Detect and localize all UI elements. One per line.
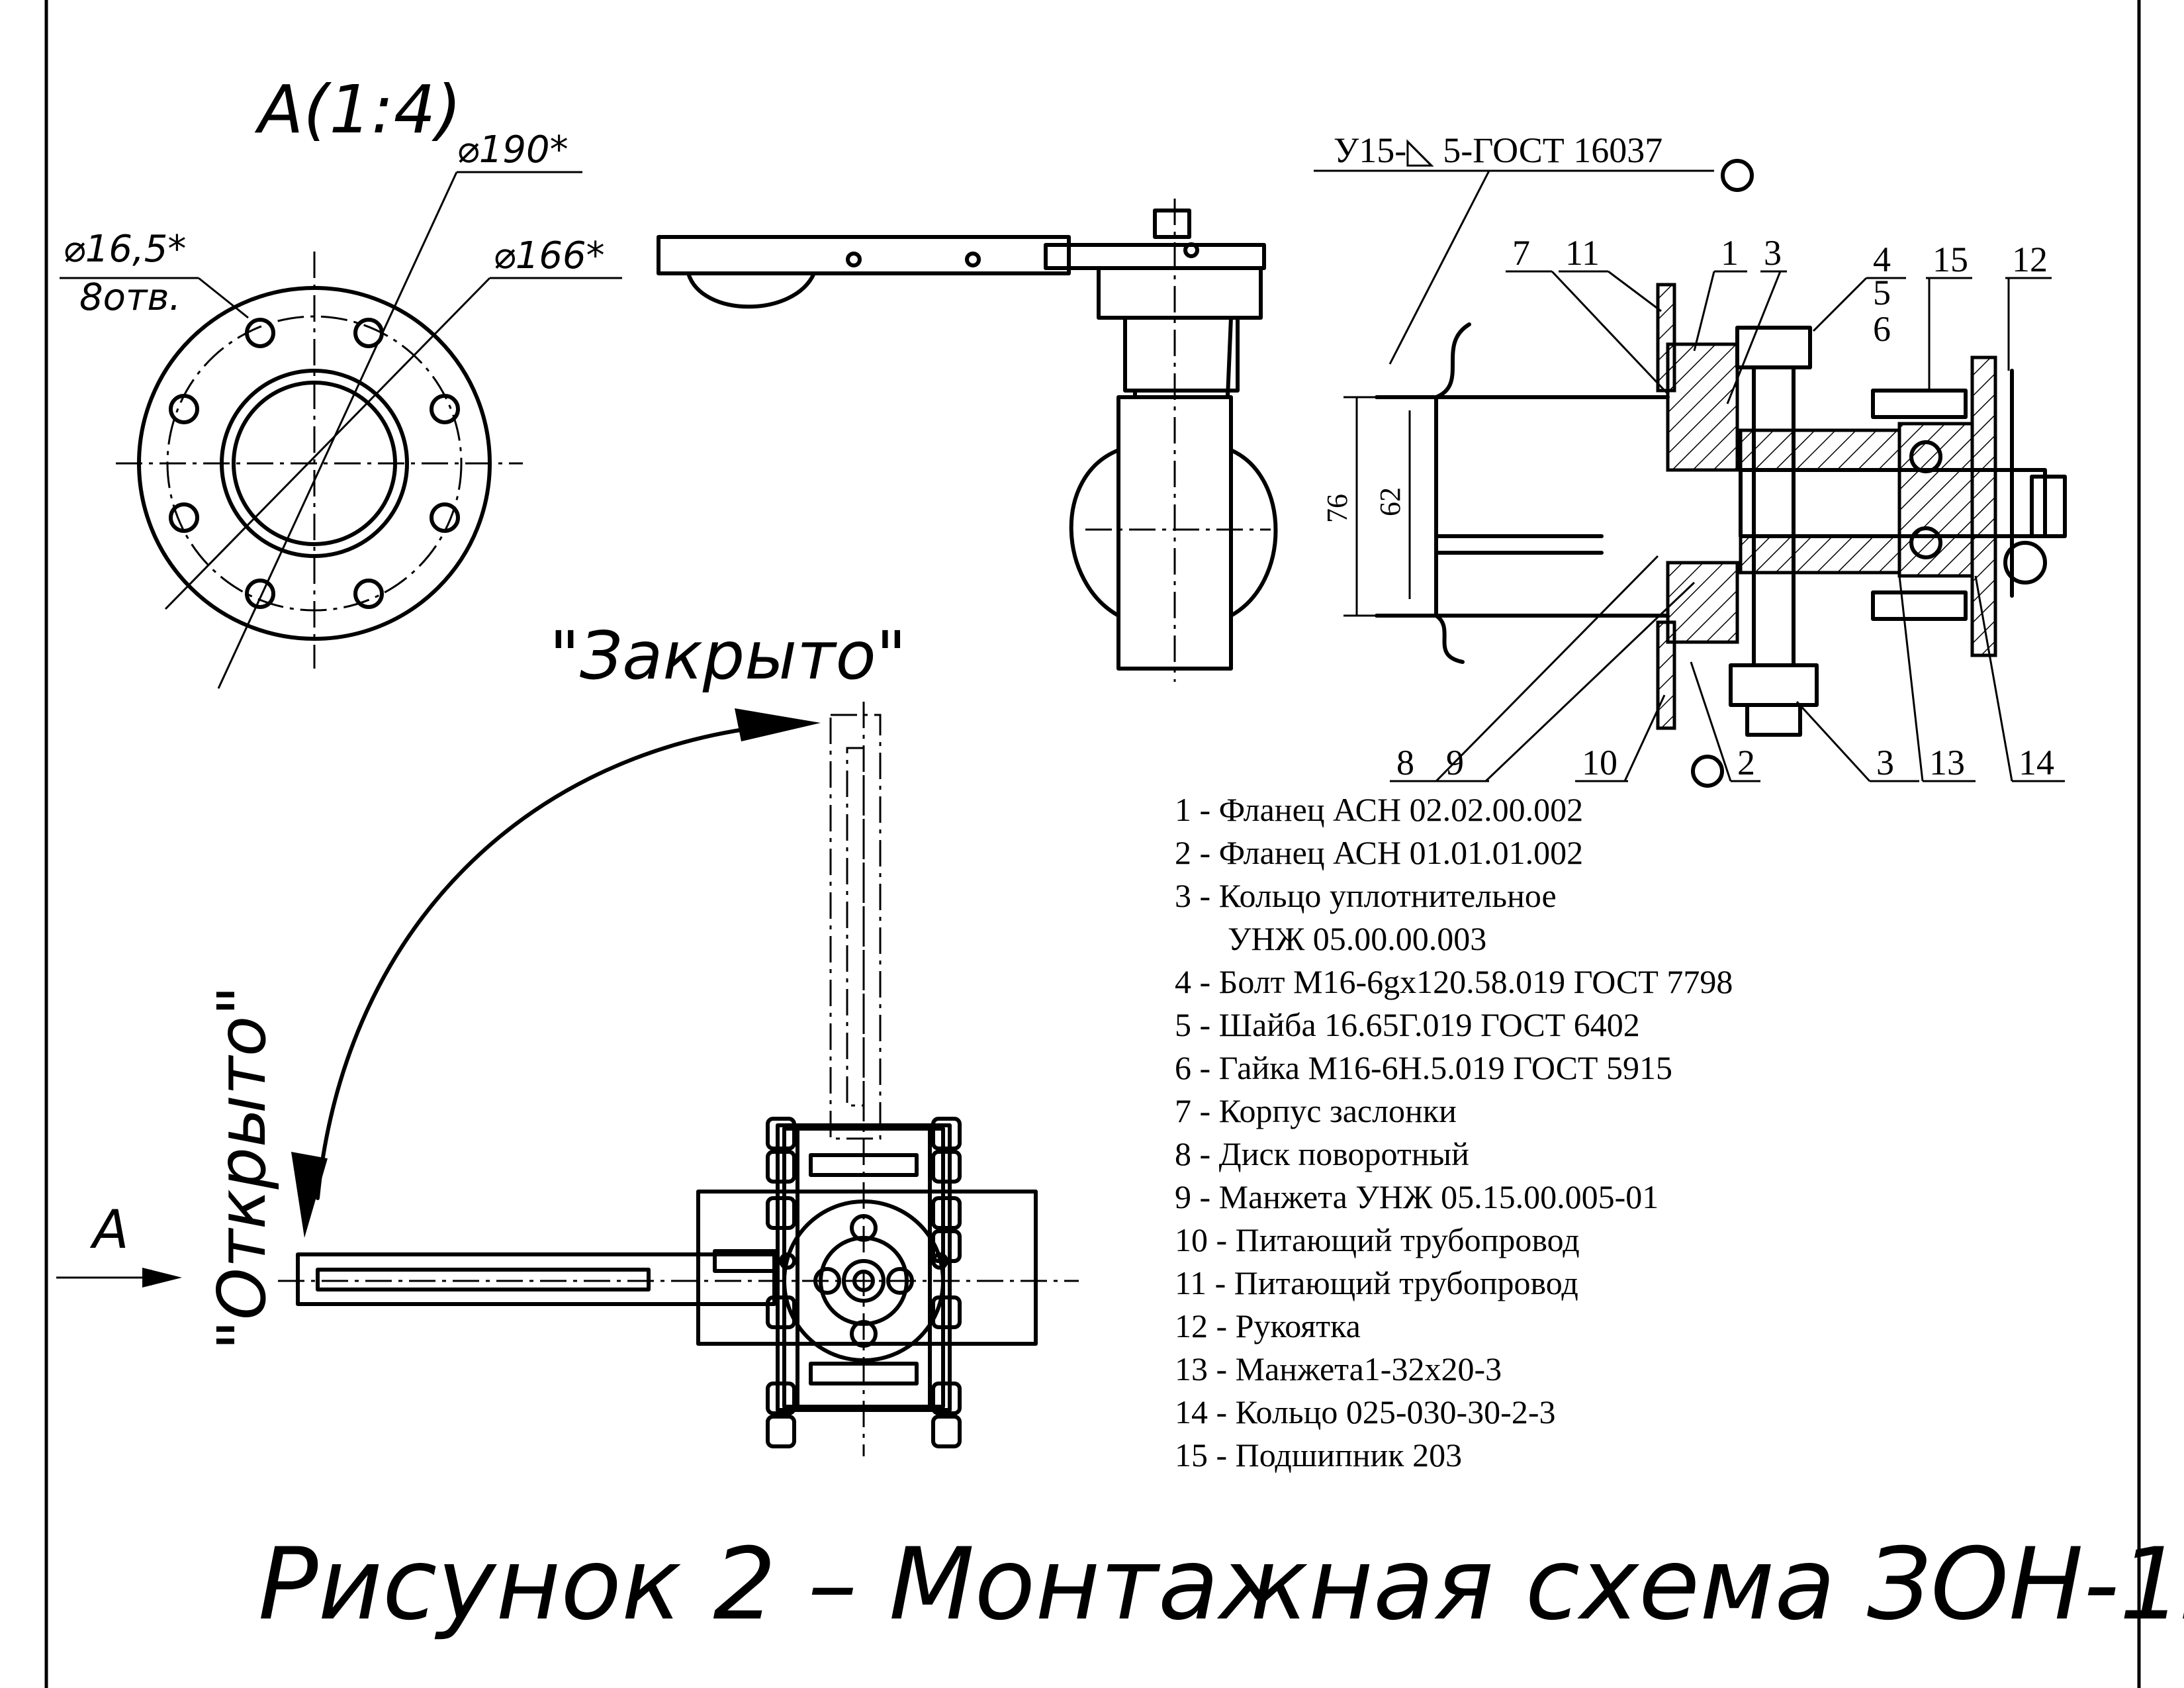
valve-section-view: У15-◺ 5-ГОСТ 16037 <box>1314 130 2067 788</box>
callout-4: 4 <box>1873 240 1891 279</box>
part-7: 7 - Корпус заслонки <box>1175 1092 1457 1129</box>
part-2: 2 - Фланец АСН 01.01.01.002 <box>1175 834 1583 871</box>
part-13: 13 - Манжета1-32х20-3 <box>1175 1350 1502 1387</box>
detail-view-label: A(1:4) <box>254 71 461 148</box>
callout-15: 15 <box>1933 240 1968 279</box>
callout-7: 7 <box>1512 233 1530 273</box>
callout-5: 5 <box>1873 273 1891 312</box>
callout-labels: 7 11 1 3 4 5 6 15 12 8 9 10 2 3 13 14 <box>1396 233 2054 782</box>
dim-pitch-diameter: ⌀166* <box>493 234 605 277</box>
dim-outer-diameter: ⌀190* <box>457 128 569 171</box>
open-position-label: "Открыто" <box>203 986 281 1350</box>
part-3-designation: УНЖ 05.00.00.003 <box>1228 920 1486 957</box>
callout-10: 10 <box>1582 743 1617 782</box>
view-arrow-label: A <box>89 1199 129 1260</box>
closed-position-label: "Закрыто" <box>549 617 907 694</box>
part-8: 8 - Диск поворотный <box>1175 1135 1469 1172</box>
part-14: 14 - Кольцо 025-030-30-2-3 <box>1175 1393 1555 1430</box>
valve-front-view: "Закрыто" "Открыто" A <box>56 617 1079 1456</box>
callout-2: 2 <box>1737 743 1755 782</box>
part-6: 6 - Гайка М16-6Н.5.019 ГОСТ 5915 <box>1175 1049 1672 1086</box>
dim-62: 62 <box>1374 487 1406 516</box>
callout-12: 12 <box>2012 240 2048 279</box>
part-1: 1 - Фланец АСН 02.02.00.002 <box>1175 791 1583 828</box>
figure-caption: Рисунок 2 – Монтажная схема ЗОН-12 <box>258 1527 2184 1642</box>
flange-detail-view: A(1:4) ⌀16,5* 8отв. ⌀190* ⌀166* <box>60 71 622 689</box>
dim-76: 76 <box>1321 494 1353 523</box>
callout-11: 11 <box>1565 233 1600 273</box>
callout-leaders <box>1390 270 2065 782</box>
callout-3-top: 3 <box>1764 233 1782 273</box>
parts-list: 1 - Фланец АСН 02.02.00.002 2 - Фланец А… <box>1175 791 1733 1474</box>
part-9: 9 - Манжета УНЖ 05.15.00.005-01 <box>1175 1178 1659 1215</box>
dim-bolt-hole: ⌀16,5* <box>63 228 186 271</box>
callout-8: 8 <box>1396 743 1414 782</box>
part-11: 11 - Питающий трубопровод <box>1175 1264 1578 1301</box>
part-5: 5 - Шайба 16.65Г.019 ГОСТ 6402 <box>1175 1006 1640 1043</box>
part-10: 10 - Питающий трубопровод <box>1175 1221 1580 1258</box>
dim-holes-count: 8отв. <box>79 276 181 319</box>
part-12: 12 - Рукоятка <box>1175 1307 1361 1344</box>
part-15: 15 - Подшипник 203 <box>1175 1436 1462 1474</box>
part-3: 3 - Кольцо уплотнительное <box>1175 877 1557 914</box>
callout-1: 1 <box>1721 233 1739 273</box>
valve-side-view <box>657 199 1278 682</box>
callout-3-bottom: 3 <box>1876 743 1894 782</box>
callout-6: 6 <box>1873 309 1891 349</box>
surface-note: У15-◺ 5-ГОСТ 16037 <box>1334 130 1662 170</box>
callout-14: 14 <box>2019 743 2054 782</box>
part-4: 4 - Болт М16-6gх120.58.019 ГОСТ 7798 <box>1175 963 1733 1000</box>
drawing-frame <box>44 0 2141 1688</box>
callout-13: 13 <box>1929 743 1965 782</box>
bolt-holes <box>169 318 460 609</box>
